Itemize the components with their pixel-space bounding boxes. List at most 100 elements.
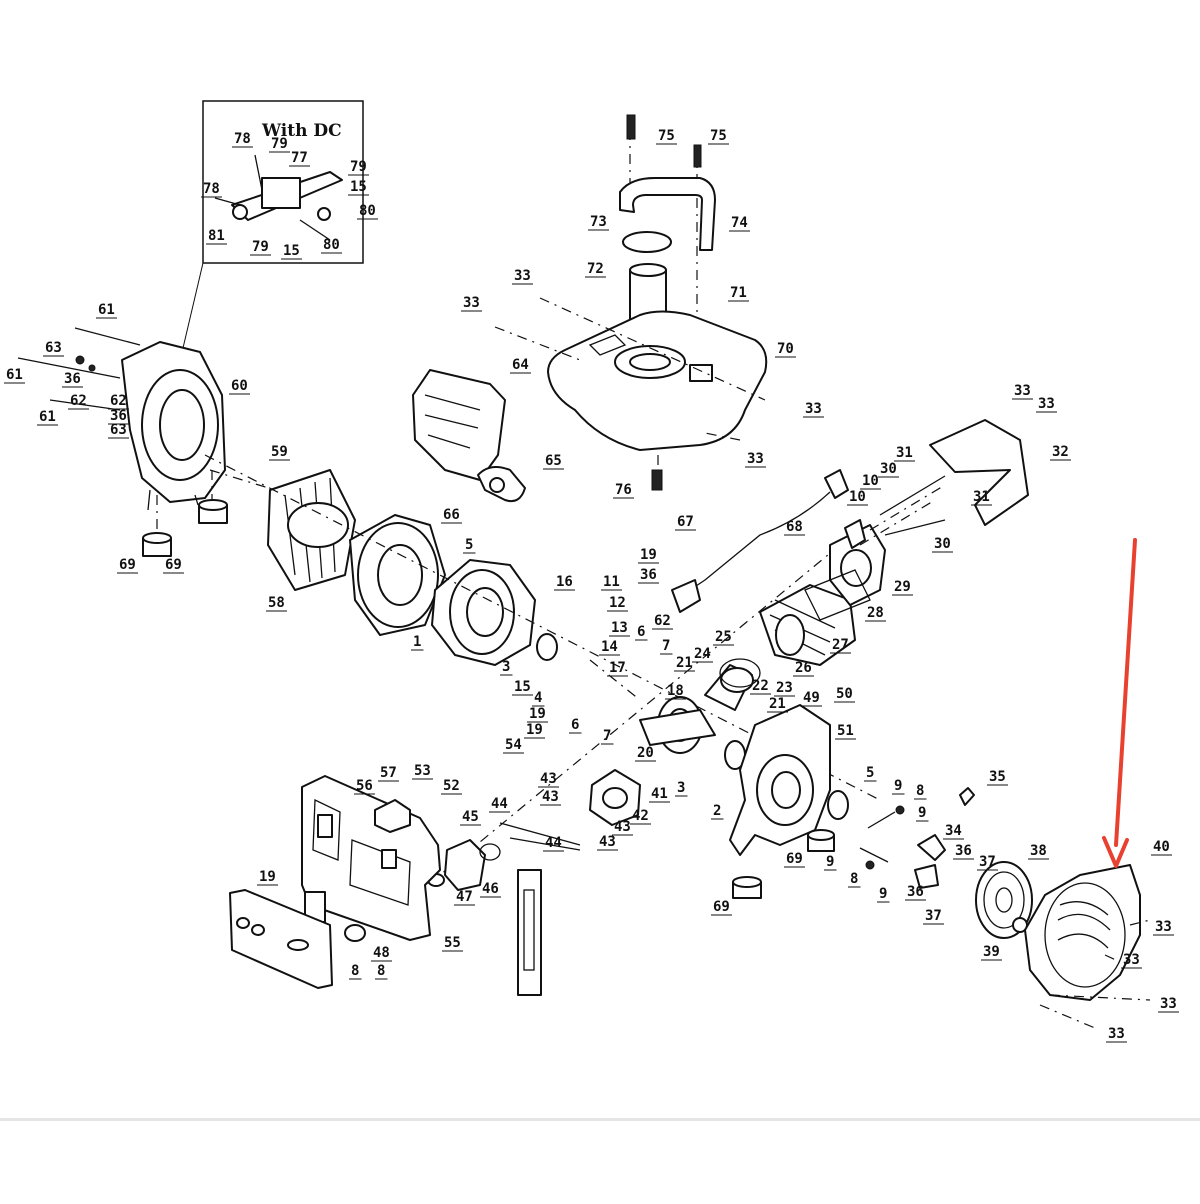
- callout-label: 14: [601, 639, 618, 655]
- rear-housing: [17, 327, 341, 557]
- callout-label: 31: [973, 489, 990, 505]
- callout-label: 38: [1030, 843, 1047, 859]
- callout-label: 12: [609, 595, 626, 611]
- callout-label: 58: [268, 595, 285, 611]
- callout-label: 53: [414, 763, 431, 779]
- callout-label: 8: [377, 963, 385, 979]
- callout-56: 56: [354, 778, 375, 795]
- callout-label: 45: [462, 809, 479, 825]
- callout-label: 16: [556, 574, 573, 590]
- callout-6: 6: [635, 624, 648, 641]
- callout-label: 78: [234, 131, 251, 147]
- callout-label: 64: [512, 357, 529, 373]
- callout-label: 36: [110, 408, 127, 424]
- callout-63: 63: [43, 340, 64, 357]
- callout-label: 69: [713, 899, 730, 915]
- callout-22: 22: [750, 678, 771, 695]
- callout-71: 71: [728, 285, 749, 302]
- callout-33: 33: [1153, 919, 1174, 936]
- callout-label: 55: [444, 935, 461, 951]
- callout-label: 69: [119, 557, 136, 573]
- callout-68: 68: [784, 519, 805, 536]
- callout-47: 47: [454, 889, 475, 906]
- callout-label: 36: [640, 567, 657, 583]
- callout-61: 61: [4, 367, 25, 384]
- callout-label: 9: [879, 886, 887, 902]
- callout-label: 24: [694, 646, 711, 662]
- callout-43: 43: [540, 789, 561, 806]
- callout-label: 19: [640, 547, 657, 563]
- callout-label: 50: [836, 686, 853, 702]
- callout-74: 74: [729, 215, 750, 232]
- callout-36: 36: [638, 567, 659, 584]
- callout-1: 1: [411, 634, 424, 651]
- callout-label: 63: [110, 422, 127, 438]
- callout-33: 33: [745, 451, 766, 468]
- callout-label: 37: [925, 908, 942, 924]
- callout-8: 8: [349, 963, 362, 980]
- callout-label: 33: [1160, 996, 1177, 1012]
- bolts-61-63: [17, 327, 141, 411]
- callout-46: 46: [480, 881, 501, 898]
- carburetor-group: [427, 769, 641, 996]
- callout-label: 15: [350, 179, 367, 195]
- callout-12: 12: [607, 595, 628, 612]
- callout-39: 39: [981, 944, 1002, 961]
- callout-37: 37: [977, 854, 998, 871]
- callout-label: 3: [502, 659, 510, 675]
- callout-label: 3: [677, 780, 685, 796]
- alternator: [267, 469, 558, 666]
- callout-31: 31: [971, 489, 992, 506]
- annotation-arrow: [1102, 538, 1137, 868]
- callout-label: 31: [896, 445, 913, 461]
- callout-3: 3: [675, 780, 688, 797]
- callout-label: 9: [826, 854, 834, 870]
- callout-2: 2: [711, 803, 724, 820]
- callout-label: 33: [1155, 919, 1172, 935]
- callout-8: 8: [375, 963, 388, 980]
- callout-label: 73: [590, 214, 607, 230]
- page-divider: [0, 1118, 1200, 1121]
- callout-label: 81: [208, 228, 225, 244]
- callout-43: 43: [538, 771, 559, 788]
- callout-label: 33: [1108, 1026, 1125, 1042]
- crankshaft-piston: [589, 658, 761, 770]
- callout-label: 27: [832, 637, 849, 653]
- callout-15: 15: [281, 243, 302, 260]
- callout-24: 24: [692, 646, 713, 663]
- callout-label: 33: [1038, 396, 1055, 412]
- callout-64: 64: [510, 357, 531, 374]
- callout-label: 33: [514, 268, 531, 284]
- callout-79: 79: [269, 136, 290, 153]
- callout-14: 14: [599, 639, 620, 656]
- callout-26: 26: [793, 660, 814, 677]
- callout-label: 79: [350, 159, 367, 175]
- callout-label: 80: [323, 237, 340, 253]
- callout-label: 69: [165, 557, 182, 573]
- callout-label: 15: [283, 243, 300, 259]
- callout-label: 19: [529, 706, 546, 722]
- callout-label: 52: [443, 778, 460, 794]
- callout-label: 56: [356, 778, 373, 794]
- callout-36: 36: [108, 408, 129, 425]
- callout-label: 36: [907, 884, 924, 900]
- callout-55: 55: [442, 935, 463, 952]
- callout-label: 35: [989, 769, 1006, 785]
- callout-label: 42: [632, 808, 649, 824]
- callout-label: 80: [359, 203, 376, 219]
- callout-label: 79: [252, 239, 269, 255]
- callout-label: 79: [271, 136, 288, 152]
- callout-label: 63: [45, 340, 62, 356]
- callout-69: 69: [117, 557, 138, 574]
- callout-label: 28: [867, 605, 884, 621]
- callout-label: 70: [777, 341, 794, 357]
- with-dc-inset: With DC: [182, 100, 364, 349]
- callout-7: 7: [601, 728, 614, 745]
- callout-29: 29: [892, 579, 913, 596]
- callout-label: 32: [1052, 444, 1069, 460]
- rubber-foot-69-d: [732, 876, 762, 899]
- callout-label: 61: [39, 409, 56, 425]
- callout-5: 5: [864, 765, 877, 782]
- callout-label: 40: [1153, 839, 1170, 855]
- callout-label: 20: [637, 745, 654, 761]
